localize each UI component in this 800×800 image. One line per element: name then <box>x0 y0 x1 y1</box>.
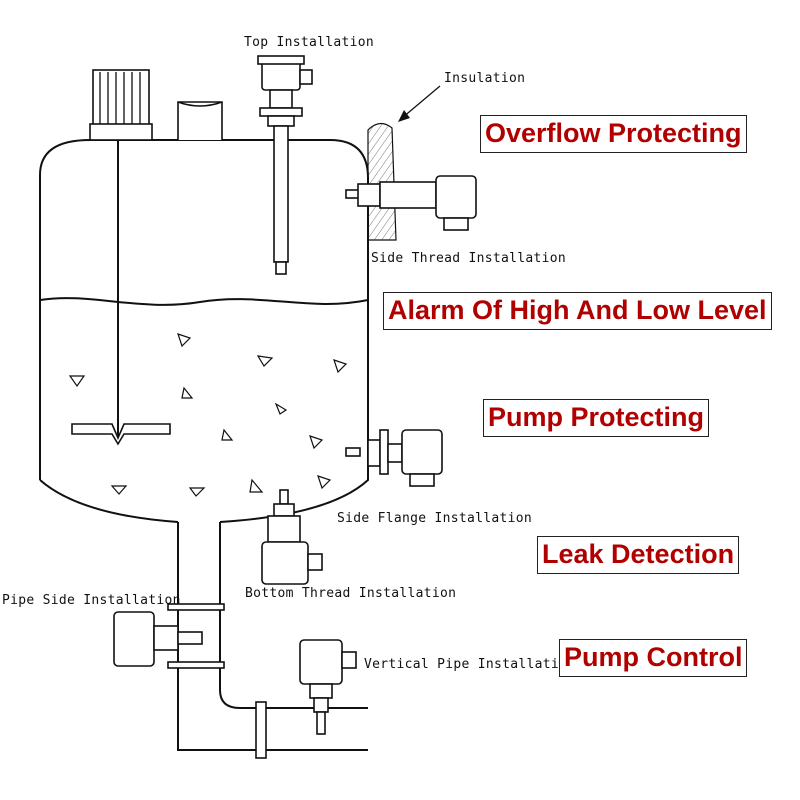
callout-alarm-high-low: Alarm Of High And Low Level <box>383 292 772 330</box>
insulation-arrow <box>401 85 441 119</box>
pipe-side-sensor <box>113 603 225 669</box>
callout-overflow-protecting: Overflow Protecting <box>480 115 747 153</box>
top-nozzle <box>177 101 223 140</box>
callout-leak-detection: Leak Detection <box>537 536 740 574</box>
tank-outline <box>39 139 369 523</box>
callout-pump-protecting: Pump Protecting <box>483 399 710 437</box>
label-bottom-thread-installation: Bottom Thread Installation <box>245 586 456 601</box>
vertical-pipe-sensor <box>299 639 357 735</box>
agitator-blade <box>71 423 171 446</box>
liquid-surface <box>39 297 369 306</box>
bottom-thread-sensor <box>261 489 323 585</box>
label-top-installation: Top Installation <box>244 35 374 50</box>
label-vertical-pipe-installation: Vertical Pipe Installation <box>364 657 575 672</box>
side-thread-sensor <box>345 175 477 231</box>
side-flange-sensor <box>345 429 443 487</box>
top-installation-sensor <box>257 55 313 275</box>
label-pipe-side-installation: Pipe Side Installation <box>2 593 181 608</box>
outlet-pipe <box>177 522 368 751</box>
liquid-markers <box>68 333 348 497</box>
callout-pump-control: Pump Control <box>559 639 748 677</box>
pipe-flange <box>255 701 267 759</box>
label-insulation: Insulation <box>444 71 525 86</box>
tank-bottom-left <box>39 479 179 523</box>
label-side-thread-installation: Side Thread Installation <box>371 251 566 266</box>
label-side-flange-installation: Side Flange Installation <box>337 511 532 526</box>
agitator-motor <box>89 69 153 141</box>
